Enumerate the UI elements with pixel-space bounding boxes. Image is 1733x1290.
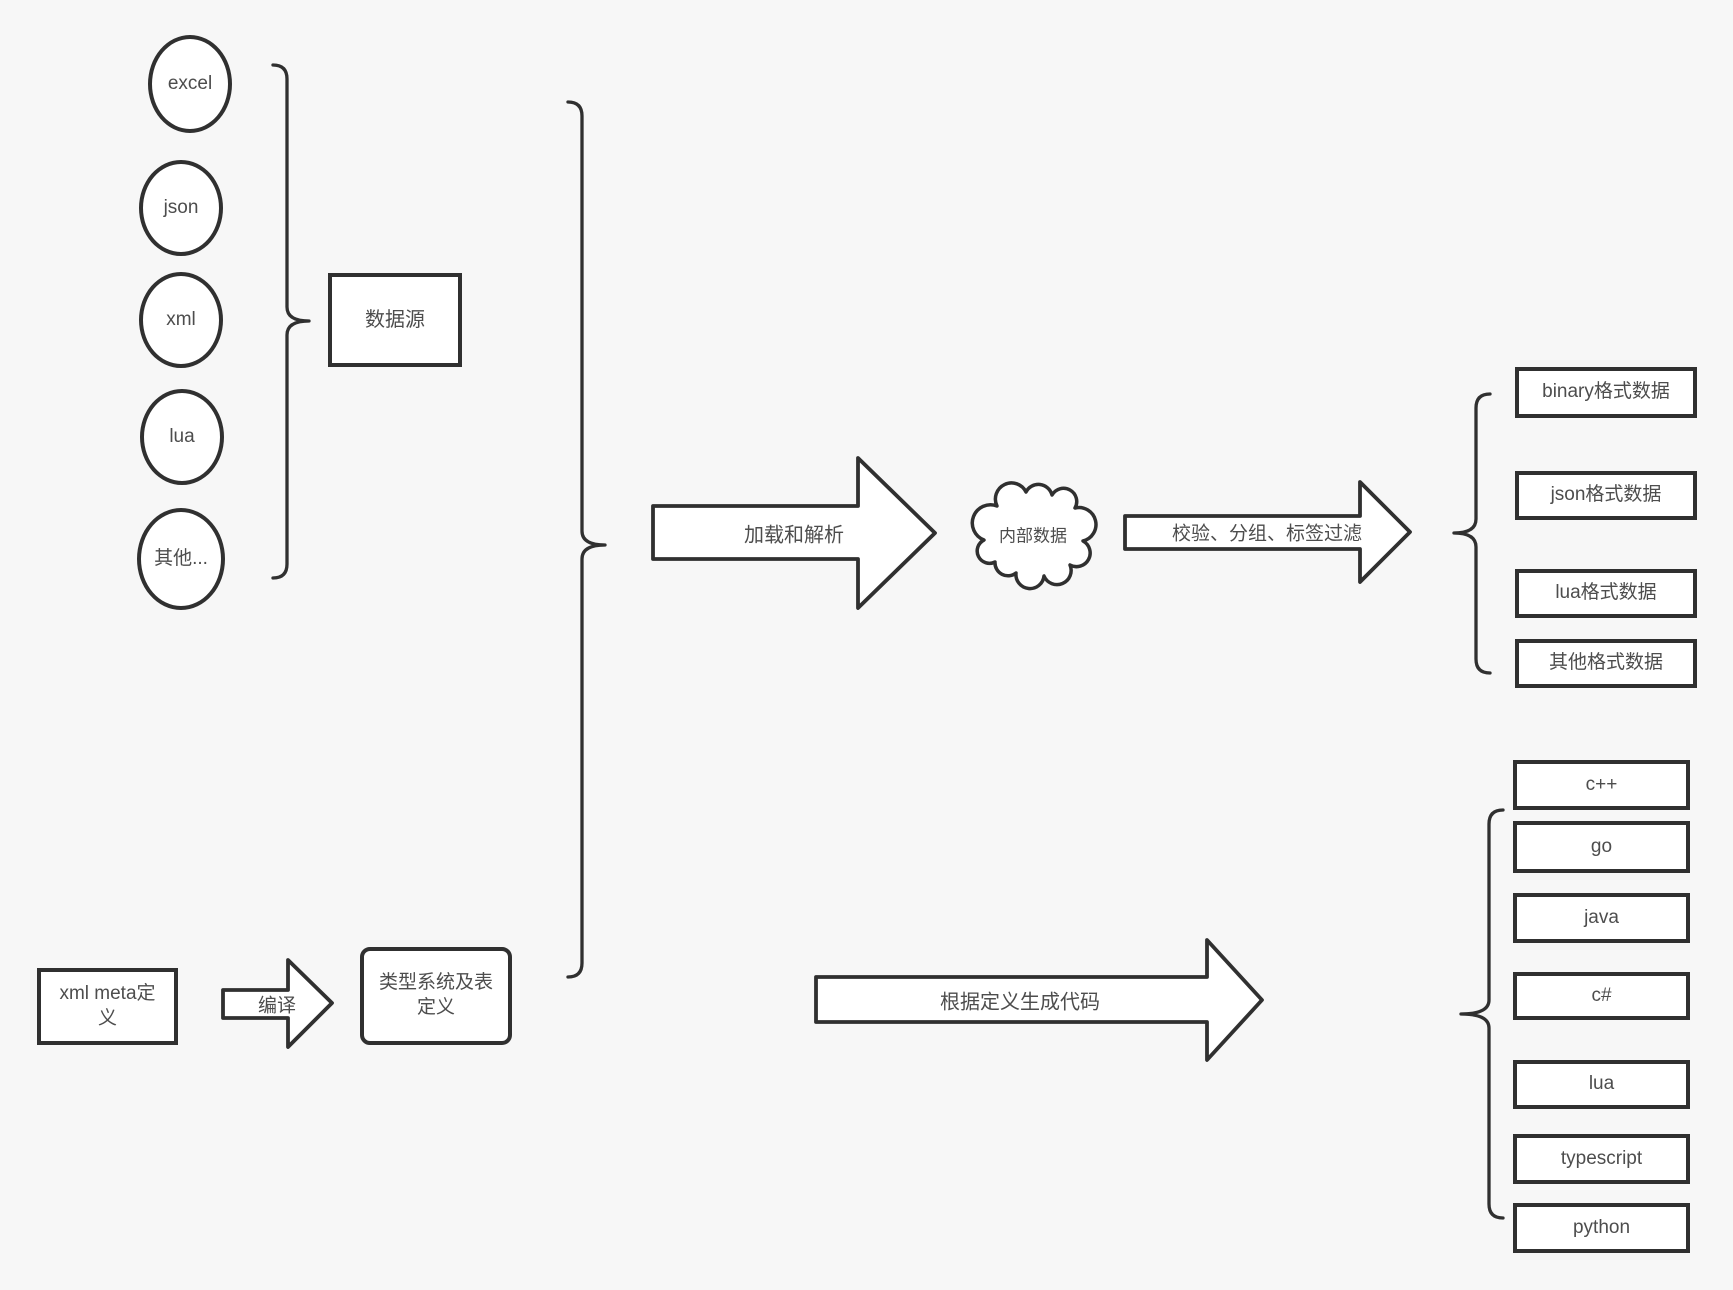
main-brace [566, 100, 607, 979]
format-box-json: json格式数据 [1515, 471, 1697, 520]
internal-data-cloud [970, 481, 1098, 591]
language-box-java: java [1513, 893, 1690, 943]
language-box-python: python [1513, 1203, 1690, 1253]
language-box-go: go [1513, 821, 1690, 873]
filter-arrow-label: 校验、分组、标签过滤 [1171, 523, 1363, 545]
internal-data-label: 内部数据 [999, 526, 1067, 546]
source-ellipse-excel: excel [148, 35, 232, 133]
language-box-typescript: typescript [1513, 1134, 1690, 1184]
language-box-cpp: c++ [1513, 760, 1690, 810]
source-ellipse-other: 其他... [137, 508, 225, 610]
data-source-box: 数据源 [328, 273, 462, 367]
compile-arrow [221, 958, 334, 1049]
source-ellipse-json: json [139, 160, 223, 256]
filter-arrow [1123, 480, 1412, 584]
language-box-lua: lua [1513, 1060, 1690, 1109]
languages-brace [1459, 808, 1505, 1220]
source-ellipse-xml: xml [139, 272, 223, 368]
load-parse-arrow-label: 加载和解析 [744, 524, 844, 547]
source-ellipse-lua: lua [140, 389, 224, 485]
compile-arrow-label: 编译 [257, 995, 297, 1017]
typedef-box: 类型系统及表定义 [360, 947, 512, 1045]
formats-brace [1452, 392, 1492, 675]
format-box-other: 其他格式数据 [1515, 639, 1697, 688]
xml-meta-box: xml meta定义 [37, 968, 178, 1045]
sources-brace [271, 63, 311, 580]
generate-arrow-label: 根据定义生成代码 [940, 991, 1100, 1014]
language-box-csharp: c# [1513, 972, 1690, 1020]
load-parse-arrow [651, 456, 937, 610]
format-box-lua: lua格式数据 [1515, 569, 1697, 618]
generate-arrow [814, 938, 1264, 1062]
format-box-binary: binary格式数据 [1515, 367, 1697, 418]
